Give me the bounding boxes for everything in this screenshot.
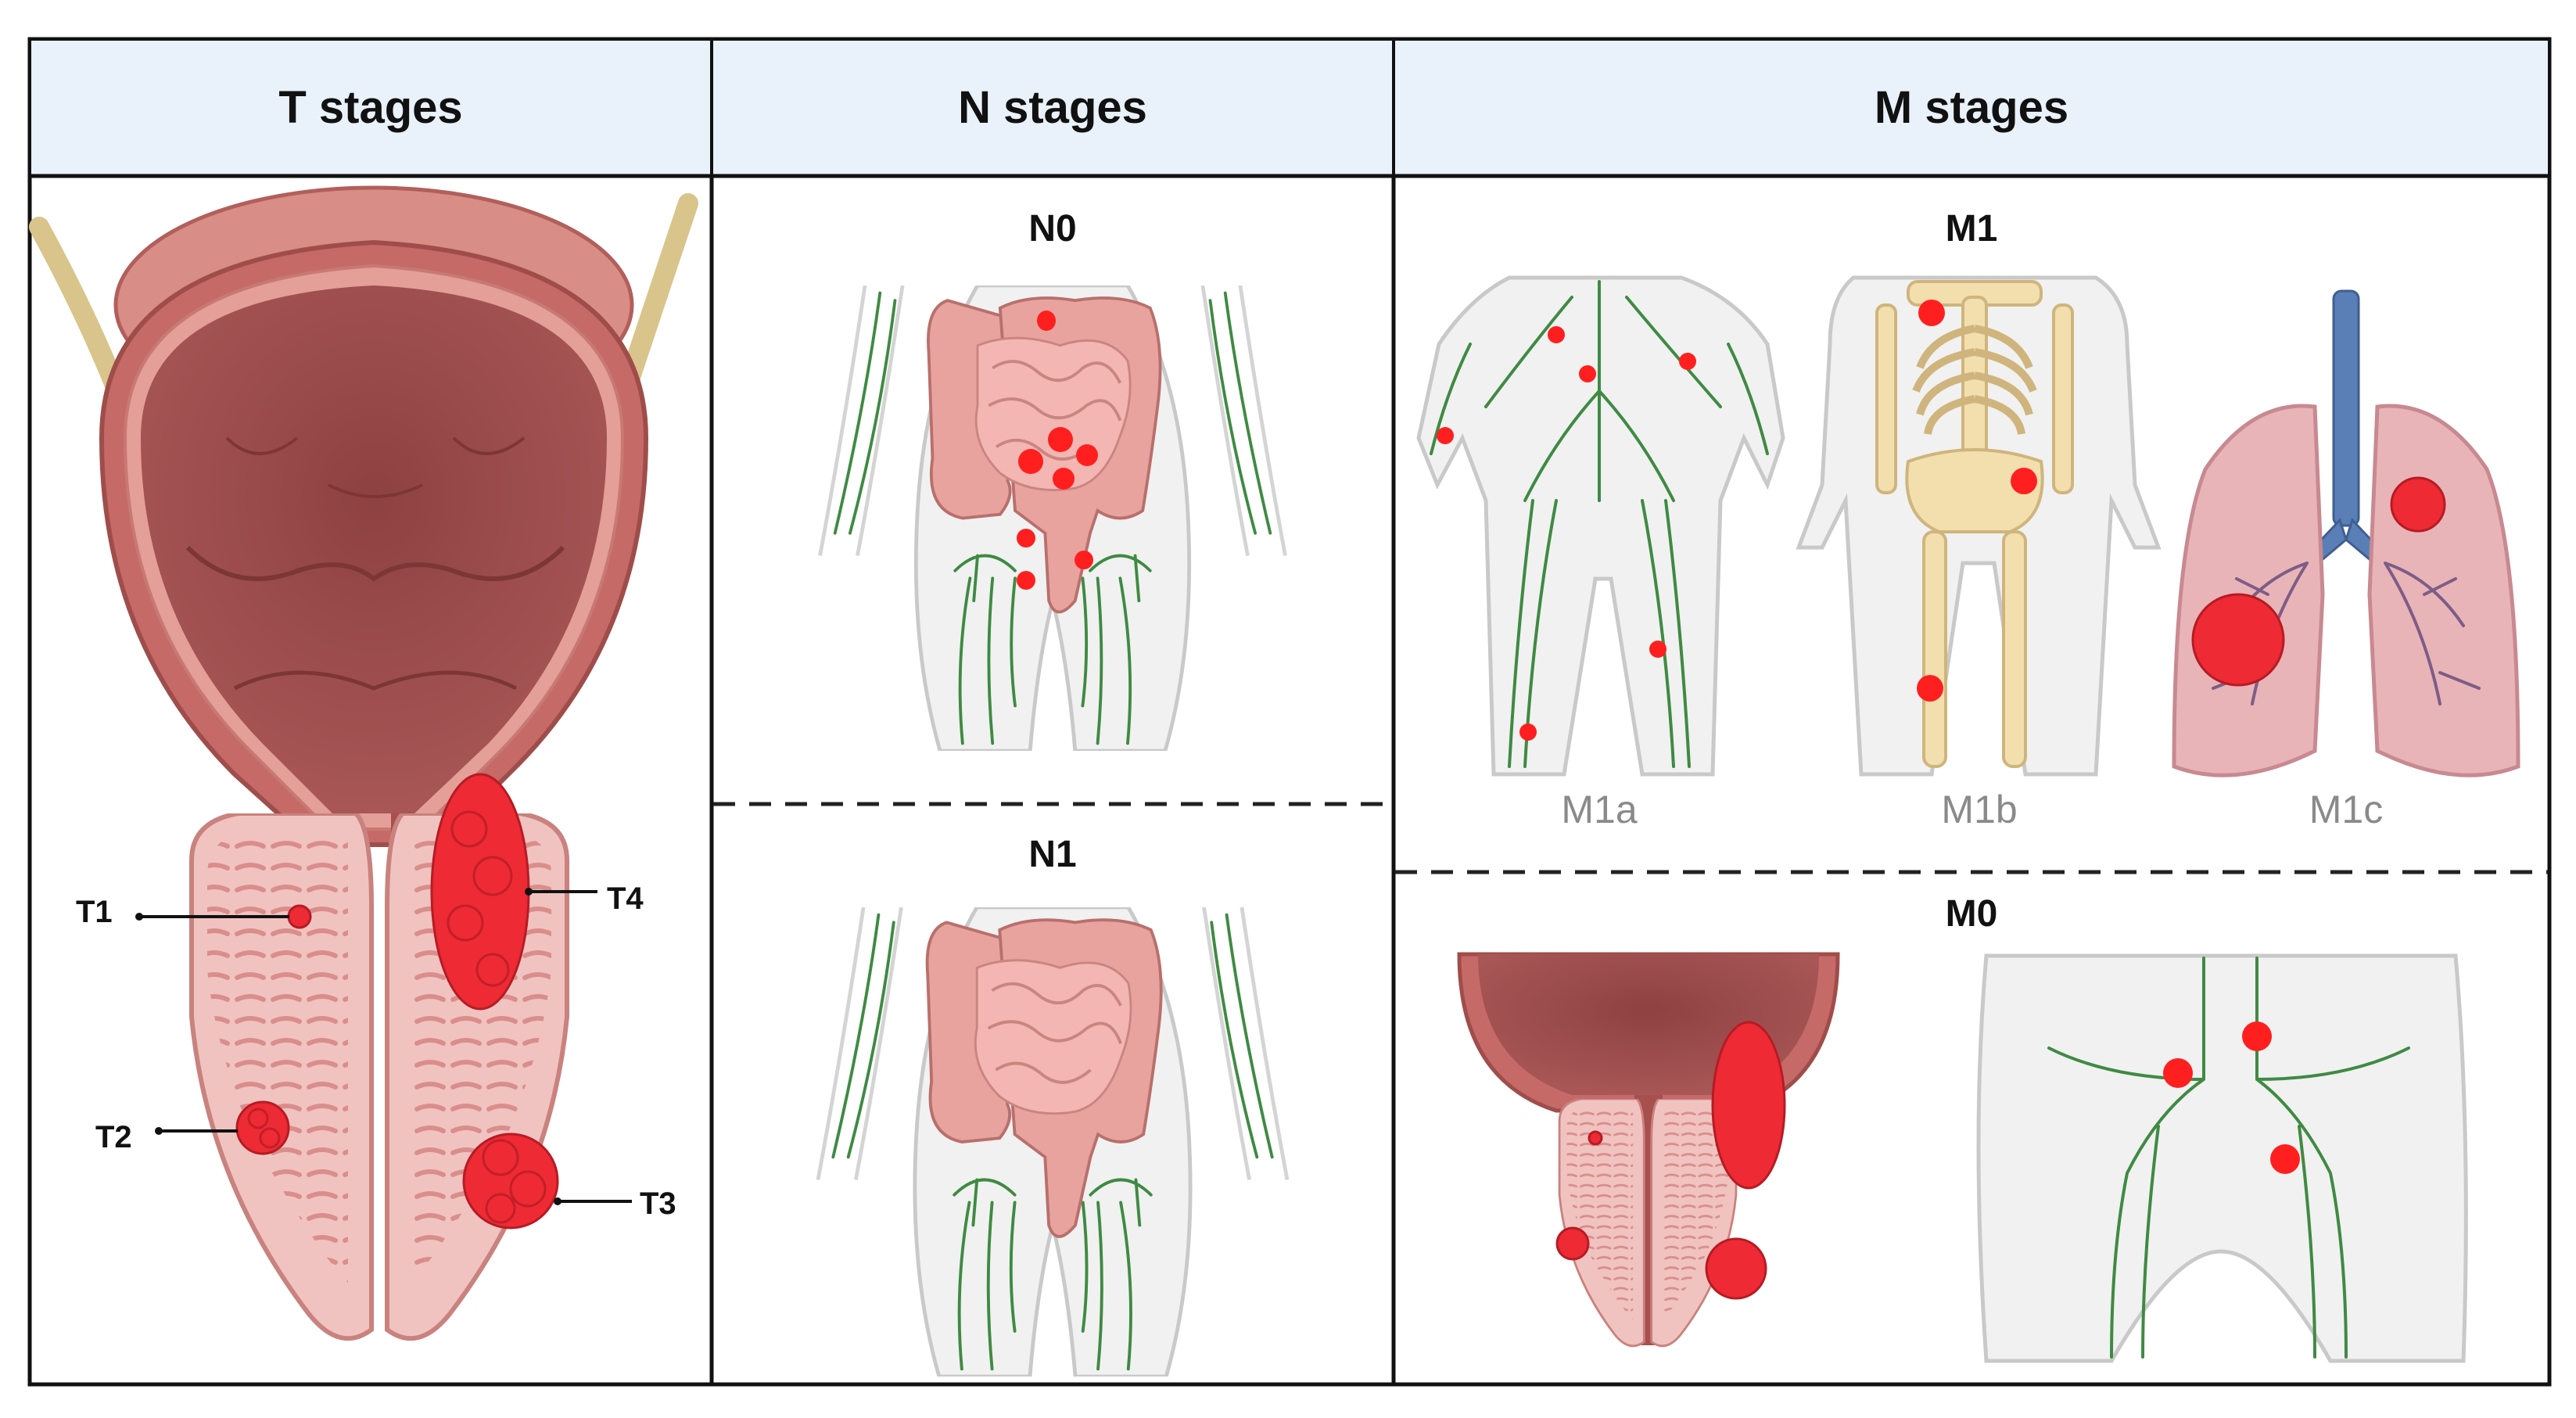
outer-frame [27,37,2552,1387]
t3-label: T3 [640,1186,676,1221]
n1-title: N1 [1028,834,1076,875]
n0-lower-body [820,285,1286,751]
t1-tumor [287,904,312,929]
t4-label: T4 [607,881,644,916]
m1a-lymphatic-body [1416,275,1785,777]
m1c-label: M1c [2309,788,2383,831]
m1a-label: M1a [1561,788,1637,831]
m1-title: M1 [1946,208,1998,249]
m-stages-panel: M1 M1a [1395,208,2548,1363]
n0-title: N0 [1028,208,1076,249]
left-ureter [29,217,127,401]
n-stages-panel: N0 N1 [713,208,1392,1377]
t4-tumor [430,773,530,1011]
n0-nodes [1017,311,1098,590]
t-stages-header: T stages [278,82,462,133]
header-row: T stages N stages M stages [30,41,2549,178]
t1-label: T1 [76,895,113,929]
m0-bladder-prostate [1457,952,1840,1348]
right-ureter [615,193,698,401]
t2-label: T2 [95,1120,132,1154]
bladder [99,185,649,847]
m1c-lungs [2172,289,2520,777]
n-stages-header: N stages [958,82,1147,133]
m0-title: M0 [1946,893,1998,935]
n1-lower-body [818,907,1287,1377]
m-stages-header: M stages [1875,82,2068,133]
t-stages-panel: T1 T2 T3 T4 [29,185,698,1338]
m1b-label: M1b [1941,788,2017,831]
m1b-skeleton [1796,275,2162,777]
m0-pelvis-lymph [1976,953,2468,1363]
